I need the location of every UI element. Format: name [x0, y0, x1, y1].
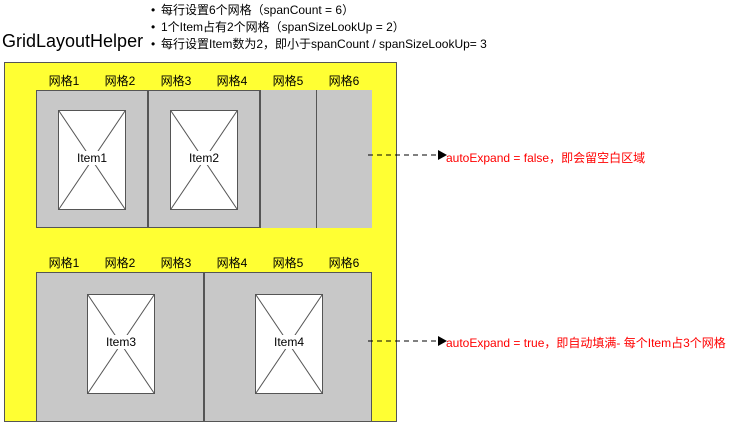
grid-header: 网格6 [328, 256, 360, 270]
item-label: Item4 [270, 335, 308, 349]
grid-header: 网格3 [160, 74, 192, 88]
cell-divider [316, 90, 317, 228]
grid-header: 网格6 [328, 74, 360, 88]
item-slot: Item1 [36, 90, 148, 228]
grid-header: 网格1 [48, 74, 80, 88]
diagram-title: GridLayoutHelper [2, 31, 144, 51]
item-slot: Item2 [148, 90, 260, 228]
cell-divider [260, 90, 261, 228]
dashed-arrow-icon [368, 150, 447, 160]
spec-list: •每行设置6个网格（spanCount = 6） •1个Item占有2个网格（s… [151, 2, 487, 53]
grid-header: 网格5 [272, 74, 304, 88]
grid-header: 网格4 [216, 256, 248, 270]
grid-header: 网格2 [104, 74, 136, 88]
item-card: Item3 [87, 294, 155, 394]
autoexpand-true-note: autoExpand = true，即自动填满- 每个Item占3个网格 [446, 336, 726, 350]
grid-row: Item1 Item2 [36, 90, 372, 228]
item-label: Item2 [185, 151, 223, 165]
item-label: Item1 [73, 151, 111, 165]
autoexpand-false-note: autoExpand = false，即会留空白区域 [446, 151, 646, 165]
spec-item: •每行设置Item数为2，即小于spanCount / spanSizeLook… [151, 37, 487, 51]
dashed-arrow-icon [368, 336, 447, 346]
item-card: Item4 [255, 294, 323, 394]
item-card: Item1 [58, 110, 126, 210]
layout-panel: 网格1 网格2 网格3 网格4 网格5 网格6 Item1 Item2 网格1 … [4, 62, 397, 422]
grid-header: 网格2 [104, 256, 136, 270]
spec-item: •每行设置6个网格（spanCount = 6） [151, 3, 355, 17]
item-label: Item3 [102, 335, 140, 349]
grid-header: 网格3 [160, 256, 192, 270]
grid-header: 网格1 [48, 256, 80, 270]
grid-header: 网格5 [272, 256, 304, 270]
item-slot: Item3 [36, 272, 204, 422]
grid-header: 网格4 [216, 74, 248, 88]
item-slot: Item4 [204, 272, 372, 422]
item-card: Item2 [170, 110, 238, 210]
grid-row: Item3 Item4 [36, 272, 372, 422]
spec-item: •1个Item占有2个网格（spanSizeLookUp = 2） [151, 20, 405, 34]
